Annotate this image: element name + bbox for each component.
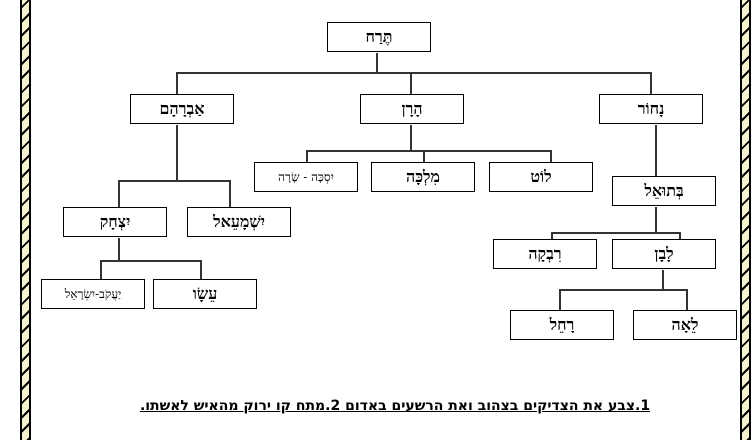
connector — [423, 150, 425, 162]
connector — [551, 232, 680, 234]
connector — [118, 180, 120, 207]
connector — [662, 270, 664, 290]
node-yiska-sara: יִסְכָּה - שָׂרָה — [254, 162, 358, 192]
connector — [118, 180, 230, 182]
connector — [655, 207, 657, 233]
node-lot: לוֹט — [489, 162, 593, 192]
node-terah: תֶּרַח — [327, 22, 431, 52]
connector — [559, 289, 688, 291]
connector — [650, 72, 652, 94]
connector — [306, 150, 308, 162]
connector — [550, 150, 552, 162]
connector — [200, 260, 202, 279]
node-haran: הָרָן — [360, 94, 464, 124]
connector — [376, 53, 378, 73]
node-nachor: נָחוֹר — [599, 94, 703, 124]
node-leah: לֵאָה — [633, 310, 737, 340]
decorative-border-right — [740, 0, 751, 440]
node-esav: עֵשָׂו — [153, 279, 257, 309]
connector — [118, 238, 120, 261]
connector — [100, 260, 202, 262]
connector — [655, 125, 657, 176]
node-rivka: רִבְקָה — [493, 239, 597, 269]
connector — [559, 289, 561, 310]
node-yaakov-yisrael: יַעֲקֹב-יִשְׂרָאֵל — [41, 279, 145, 309]
node-yishmael: יִשְׁמָעֵאל — [187, 207, 291, 237]
node-milka: מִלְכָּה — [371, 162, 475, 192]
node-yitzchak: יִצְחָק — [63, 207, 167, 237]
node-betuel: בְּתוּאֵל — [612, 176, 716, 206]
connector — [229, 180, 231, 207]
connector — [306, 150, 552, 152]
connector — [176, 125, 178, 181]
connector — [176, 72, 178, 94]
decorative-border-left — [20, 0, 31, 440]
instructions: 1.צבע את הצדיקים בצהוב ואת הרשעים באדום … — [139, 398, 651, 414]
connector — [410, 72, 412, 94]
connector — [551, 232, 553, 239]
node-avraham: אַבְרָהָם — [130, 94, 234, 124]
connector — [176, 72, 652, 74]
connector — [679, 232, 681, 239]
connector — [410, 125, 412, 151]
node-rachel: רָחֵל — [510, 310, 614, 340]
connector — [686, 289, 688, 310]
node-lavan: לָבָן — [612, 239, 716, 269]
connector — [100, 260, 102, 279]
